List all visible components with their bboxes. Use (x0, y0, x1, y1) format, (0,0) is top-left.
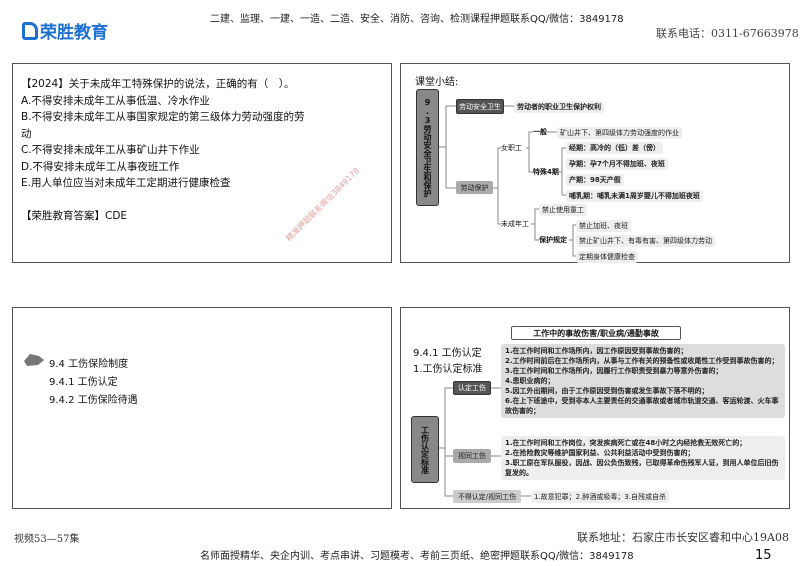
page-number: 15 (755, 548, 772, 563)
arrow-shape-icon (24, 354, 44, 366)
list-item: 1.在工作时间和工作场所内，因工作原因受到事故伤害的； (505, 347, 688, 355)
node-general-detail: 矿山井下、第四级体力劳动强度的作业 (557, 127, 682, 139)
root-node: 9.3劳动安全卫生和保护 (416, 89, 439, 206)
period-item: 产期：98天产假 (566, 174, 624, 186)
list-item: 3.职工原在军队服役，因战、因公负伤致残，已取得革命伤残军人证，到用人单位后旧伤… (505, 459, 779, 477)
list-item: 4.患职业病的； (505, 377, 555, 385)
node-protect: 保护规定 (539, 236, 567, 244)
logo-icon (22, 21, 38, 40)
summary-title: 课堂小结: (415, 77, 459, 88)
node-female: 女职工 (501, 144, 522, 152)
logo-text: 荣胜教育 (40, 23, 108, 43)
option: C.不得安排未成年工从事矿山井下作业 (21, 144, 200, 156)
outline-item: 9.4.2 工伤保险待遇 (49, 395, 138, 406)
list-item: 3.在工作时间和工作场所内，因履行工作职责受到暴力等意外伤害的； (505, 367, 723, 375)
outline-item: 9.4 工伤保险制度 (49, 359, 129, 370)
list-item: 2.工作时间前后在工作场所内，从事与工作有关的预备性或收尾性工作受到事故伤害的； (505, 357, 779, 365)
node-recognized: 认定工伤 (453, 381, 491, 395)
outline-item: 9.4.1 工伤认定 (49, 377, 118, 388)
slide-injury: 工作中的事故伤害/职业病/通勤事故 9.4.1 工伤认定 1.工伤认定标准 工伤… (400, 307, 790, 509)
node-excluded: 不得认定/视同工伤 (453, 490, 521, 503)
answer: 【荣胜教育答案】CDE (21, 209, 128, 222)
question-text: 【2024】关于未成年工特殊保护的说法，正确的有（ ）。 (21, 78, 295, 90)
option: 动 (21, 127, 32, 140)
section-subtitle: 1.工伤认定标准 (413, 364, 483, 375)
bottom-banner: 名师面授精华、央企内训、考点串讲、习题模考、考前三页纸、绝密押题联系QQ/微信：… (200, 551, 634, 562)
node-no-child: 禁止使用童工 (539, 204, 587, 216)
list-item: 2.在抢险救灾等维护国家利益、公共利益活动中受到伤害的； (505, 449, 695, 457)
list-item: 1.在工作时间和工作岗位，突发疾病死亡或在48小时之内经抢救无效死亡的； (505, 439, 747, 447)
recognized-list: 1.在工作时间和工作场所内，因工作原因受到事故伤害的； 2.工作时间前后在工作场… (501, 344, 785, 418)
protect-item: 禁止矿山井下、有毒有害、第四级体力劳动 (576, 235, 715, 247)
node-minor: 未成年工 (501, 220, 529, 228)
slide-summary: 课堂小结: 9.3劳动安全卫生和保护 劳动安全卫生 劳动者的职业卫生保护权利 劳… (400, 63, 790, 263)
slide-outline: 9.4 工伤保险制度 9.4.1 工伤认定 9.4.2 工伤保险待遇 (12, 307, 392, 509)
logo: 荣胜教育 (22, 18, 108, 43)
slide-question: 【2024】关于未成年工特殊保护的说法，正确的有（ ）。 A.不得安排未成年工从… (12, 63, 392, 263)
node-deemed: 视同工伤 (453, 449, 491, 463)
period-item: 哺乳期：哺乳未满1周岁婴儿不得加班夜班 (566, 190, 703, 202)
node-general: 一般 (533, 128, 547, 136)
option: A.不得安排未成年工从事低温、冷水作业 (21, 94, 210, 107)
root-node: 工伤认定标准 (411, 416, 439, 483)
option: B.不得安排未成年工从事国家规定的第三级体力劳动强度的劳 (21, 111, 305, 123)
phone: 联系电话：0311-67663978 (656, 27, 799, 40)
option: E.用人单位应当对未成年工定期进行健康检查 (21, 177, 231, 189)
video-range: 视频53—57集 (14, 534, 80, 545)
top-banner: 二建、监理、一建、一造、二造、安全、消防、咨询、检测课程押题联系QQ/微信：38… (210, 14, 624, 25)
banner-box: 工作中的事故伤害/职业病/通勤事故 (511, 326, 681, 340)
protect-item: 禁止加班、夜班 (576, 220, 631, 232)
protect-item: 定期身体健康检查 (576, 251, 638, 263)
address: 联系地址：石家庄市长安区睿和中心19A08 (577, 531, 789, 544)
section-title: 9.4.1 工伤认定 (413, 348, 482, 359)
node-special: 特殊4期 (533, 168, 559, 176)
option: D.不得安排未成年工从事夜班工作 (21, 160, 180, 173)
node-safety-right: 劳动者的职业卫生保护权利 (514, 101, 604, 113)
node-safety: 劳动安全卫生 (456, 99, 504, 114)
period-item: 经期：高冷的（低）差（傍） (566, 142, 663, 154)
list-item: 5.因工外出期间，由于工作原因受到伤害或发生事故下落不明的； (505, 387, 709, 395)
deemed-list: 1.在工作时间和工作岗位，突发疾病死亡或在48小时之内经抢救无效死亡的； 2.在… (501, 436, 785, 480)
excluded-detail: 1.故意犯罪；2.醉酒或吸毒；3.自残或自杀 (531, 491, 670, 503)
period-item: 孕期：孕7个月不得加班、夜班 (566, 158, 668, 170)
list-item: 6.在上下班途中，受到非本人主要责任的交通事故或者城市轨道交通、客运轮渡、火车事… (505, 397, 779, 415)
question-block: 【2024】关于未成年工特殊保护的说法，正确的有（ ）。 A.不得安排未成年工从… (21, 76, 305, 224)
node-protection: 劳动保护 (456, 181, 493, 194)
